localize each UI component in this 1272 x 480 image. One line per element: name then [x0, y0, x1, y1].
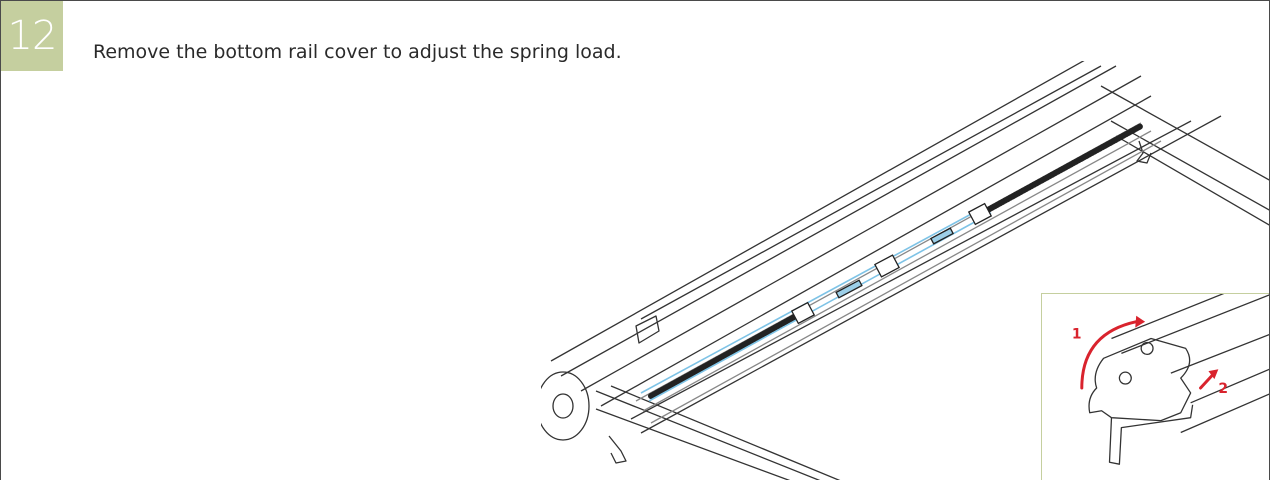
rail-cover-edge-2: [600, 95, 1152, 407]
rail-profile: [1088, 337, 1192, 422]
right-frame: [1110, 120, 1269, 211]
spring-right: [983, 123, 1144, 214]
right-frame-2: [1115, 135, 1269, 226]
detail-drawing: 1 2: [1072, 294, 1269, 465]
bracket-2: [930, 227, 954, 245]
front-frame-3: [610, 385, 841, 480]
rail-cover-end: [635, 315, 660, 344]
rail-top-edge: [550, 61, 1085, 362]
carrier-2: [874, 254, 900, 278]
cover-removal-detail: 1 2: [1041, 293, 1269, 480]
bracket-1: [835, 279, 863, 299]
end-cap-inner: [552, 393, 574, 419]
front-frame-2: [595, 408, 791, 480]
spring-left: [648, 313, 799, 399]
callout-1: 1: [1072, 327, 1082, 343]
front-frame: [595, 390, 821, 480]
rail-cover-edge: [580, 75, 1142, 392]
carrier-1: [790, 301, 816, 325]
instruction-text: Remove the bottom rail cover to adjust t…: [93, 41, 622, 63]
end-cap: [541, 371, 590, 441]
rail-cover-ridge: [640, 65, 1102, 320]
rail-lower-edge: [630, 120, 1192, 420]
step-number-badge: 12: [1, 1, 63, 71]
foot-left: [608, 435, 627, 464]
arrow-1: [1080, 320, 1138, 390]
callout-2: 2: [1218, 381, 1228, 397]
rail-lower-edge-2: [640, 115, 1222, 434]
carrier-3: [967, 202, 993, 226]
foot-right: [1136, 140, 1152, 164]
rail-top-edge-2: [560, 65, 1117, 377]
right-frame-3: [1100, 85, 1269, 181]
arrow-2: [1199, 373, 1214, 390]
rail-bottom: [1108, 404, 1194, 465]
cable-1: [640, 205, 987, 394]
bottom-rail-illustration: [541, 61, 1269, 480]
